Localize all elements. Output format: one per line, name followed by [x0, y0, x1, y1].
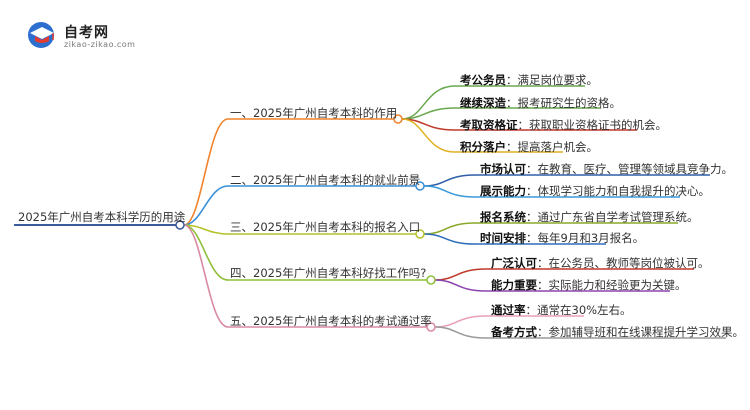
leaf-node: 能力重要：实际能力和经验更为关键。	[491, 278, 687, 292]
leaf-node: 市场认可：在教育、医疗、管理等领域具竞争力。	[480, 162, 733, 176]
leaf-node: 积分落户：提高落户机会。	[460, 140, 598, 154]
leaf-node: 备考方式：参加辅导班和在线课程提升学习效果。	[491, 325, 744, 339]
leaf-text: 提高落户机会。	[517, 140, 599, 154]
branch-connector	[183, 224, 427, 281]
leaf-sep: ：	[537, 278, 549, 292]
leaf-node: 报名系统：通过广东省自学考试管理系统。	[480, 210, 699, 224]
leaf-node: 继续深造：报考研究生的资格。	[460, 96, 621, 110]
leaf-sep: ：	[526, 210, 538, 224]
leaf-key: 通过率	[491, 303, 526, 317]
leaf-key: 考取资格证	[460, 118, 518, 132]
leaf-connector	[434, 268, 694, 281]
leaf-node: 通过率：通常在30%左右。	[491, 303, 632, 317]
leaf-text: 获取职业资格证书的机会。	[529, 118, 667, 132]
leaf-text: 通过广东省自学考试管理系统。	[537, 210, 699, 224]
branch-connector	[183, 224, 427, 328]
leaf-sep: ：	[526, 184, 538, 198]
root-node-dot	[175, 220, 185, 230]
branch-node-dot	[426, 275, 436, 285]
branch-label: 四、2025年广州自考本科好找工作吗?	[230, 266, 427, 280]
leaf-text: 参加辅导班和在线课程提升学习效果。	[548, 325, 745, 339]
leaf-node: 广泛认可：在公务员、教师等岗位被认可。	[491, 256, 710, 270]
leaf-text: 实际能力和经验更为关键。	[548, 278, 687, 292]
leaf-connector	[423, 174, 710, 187]
branch-label: 三、2025年广州自考本科的报名入口	[230, 220, 421, 234]
leaf-sep: ：	[506, 140, 518, 154]
branch-label: 一、2025年广州自考本科的作用	[230, 106, 398, 120]
leaf-key: 考公务员	[460, 73, 506, 87]
leaf-connector	[423, 185, 680, 198]
branch-node-dot	[426, 322, 436, 332]
leaf-text: 在公务员、教师等岗位被认可。	[548, 256, 710, 270]
leaf-connector	[401, 85, 585, 120]
leaf-key: 继续深造	[460, 96, 506, 110]
leaf-key: 市场认可	[480, 162, 526, 176]
leaf-key: 备考方式	[491, 325, 537, 339]
branch-node-dot	[415, 181, 425, 191]
leaf-connector	[434, 279, 670, 292]
leaf-node: 展示能力：体现学习能力和自我提升的决心。	[480, 184, 710, 198]
logo-url: zikao-zikao.com	[64, 40, 136, 49]
leaf-connector	[401, 118, 563, 153]
branch-label: 二、2025年广州自考本科的就业前景	[230, 173, 421, 187]
leaf-node: 时间安排：每年9月和3月报名。	[480, 231, 644, 245]
leaf-key: 广泛认可	[491, 256, 537, 270]
leaf-key: 积分落户	[460, 140, 506, 154]
leaf-connector	[401, 107, 601, 120]
leaf-text: 每年9月和3月报名。	[537, 231, 645, 245]
leaf-connector	[434, 315, 584, 328]
logo-name: 自考网	[64, 25, 109, 41]
leaf-sep: ：	[537, 256, 549, 270]
graduation-cap-icon	[28, 22, 54, 48]
leaf-text: 报考研究生的资格。	[517, 96, 622, 110]
leaf-sep: ：	[526, 231, 538, 245]
root-topic: 2025年广州自考本科学历的用途	[18, 210, 186, 224]
leaf-connector	[423, 233, 606, 245]
leaf-sep: ：	[506, 73, 518, 87]
leaf-node: 考公务员：满足岗位要求。	[460, 73, 598, 87]
branch-connector	[183, 224, 416, 235]
leaf-sep: ：	[506, 96, 518, 110]
branch-connector	[183, 118, 394, 226]
leaf-text: 在教育、医疗、管理等领域具竞争力。	[537, 162, 734, 176]
leaf-connector	[423, 222, 678, 235]
branch-connector	[183, 185, 416, 226]
leaf-key: 报名系统	[480, 210, 526, 224]
leaf-key: 时间安排	[480, 231, 526, 245]
branch-node-dot	[415, 229, 425, 239]
branch-label: 五、2025年广州自考本科的考试通过率	[230, 314, 432, 328]
leaf-node: 考取资格证：获取职业资格证书的机会。	[460, 118, 667, 132]
leaf-sep: ：	[525, 303, 538, 317]
leaf-sep: ：	[537, 325, 549, 339]
branch-node-dot	[393, 114, 403, 124]
leaf-key: 展示能力	[480, 184, 526, 198]
leaf-text: 满足岗位要求。	[517, 73, 599, 87]
leaf-key: 能力重要	[491, 278, 537, 292]
leaf-connector	[434, 326, 726, 339]
leaf-sep: ：	[517, 118, 530, 132]
leaf-text: 通常在30%左右。	[537, 303, 632, 317]
leaf-sep: ：	[526, 162, 538, 176]
leaf-text: 体现学习能力和自我提升的决心。	[537, 184, 711, 198]
